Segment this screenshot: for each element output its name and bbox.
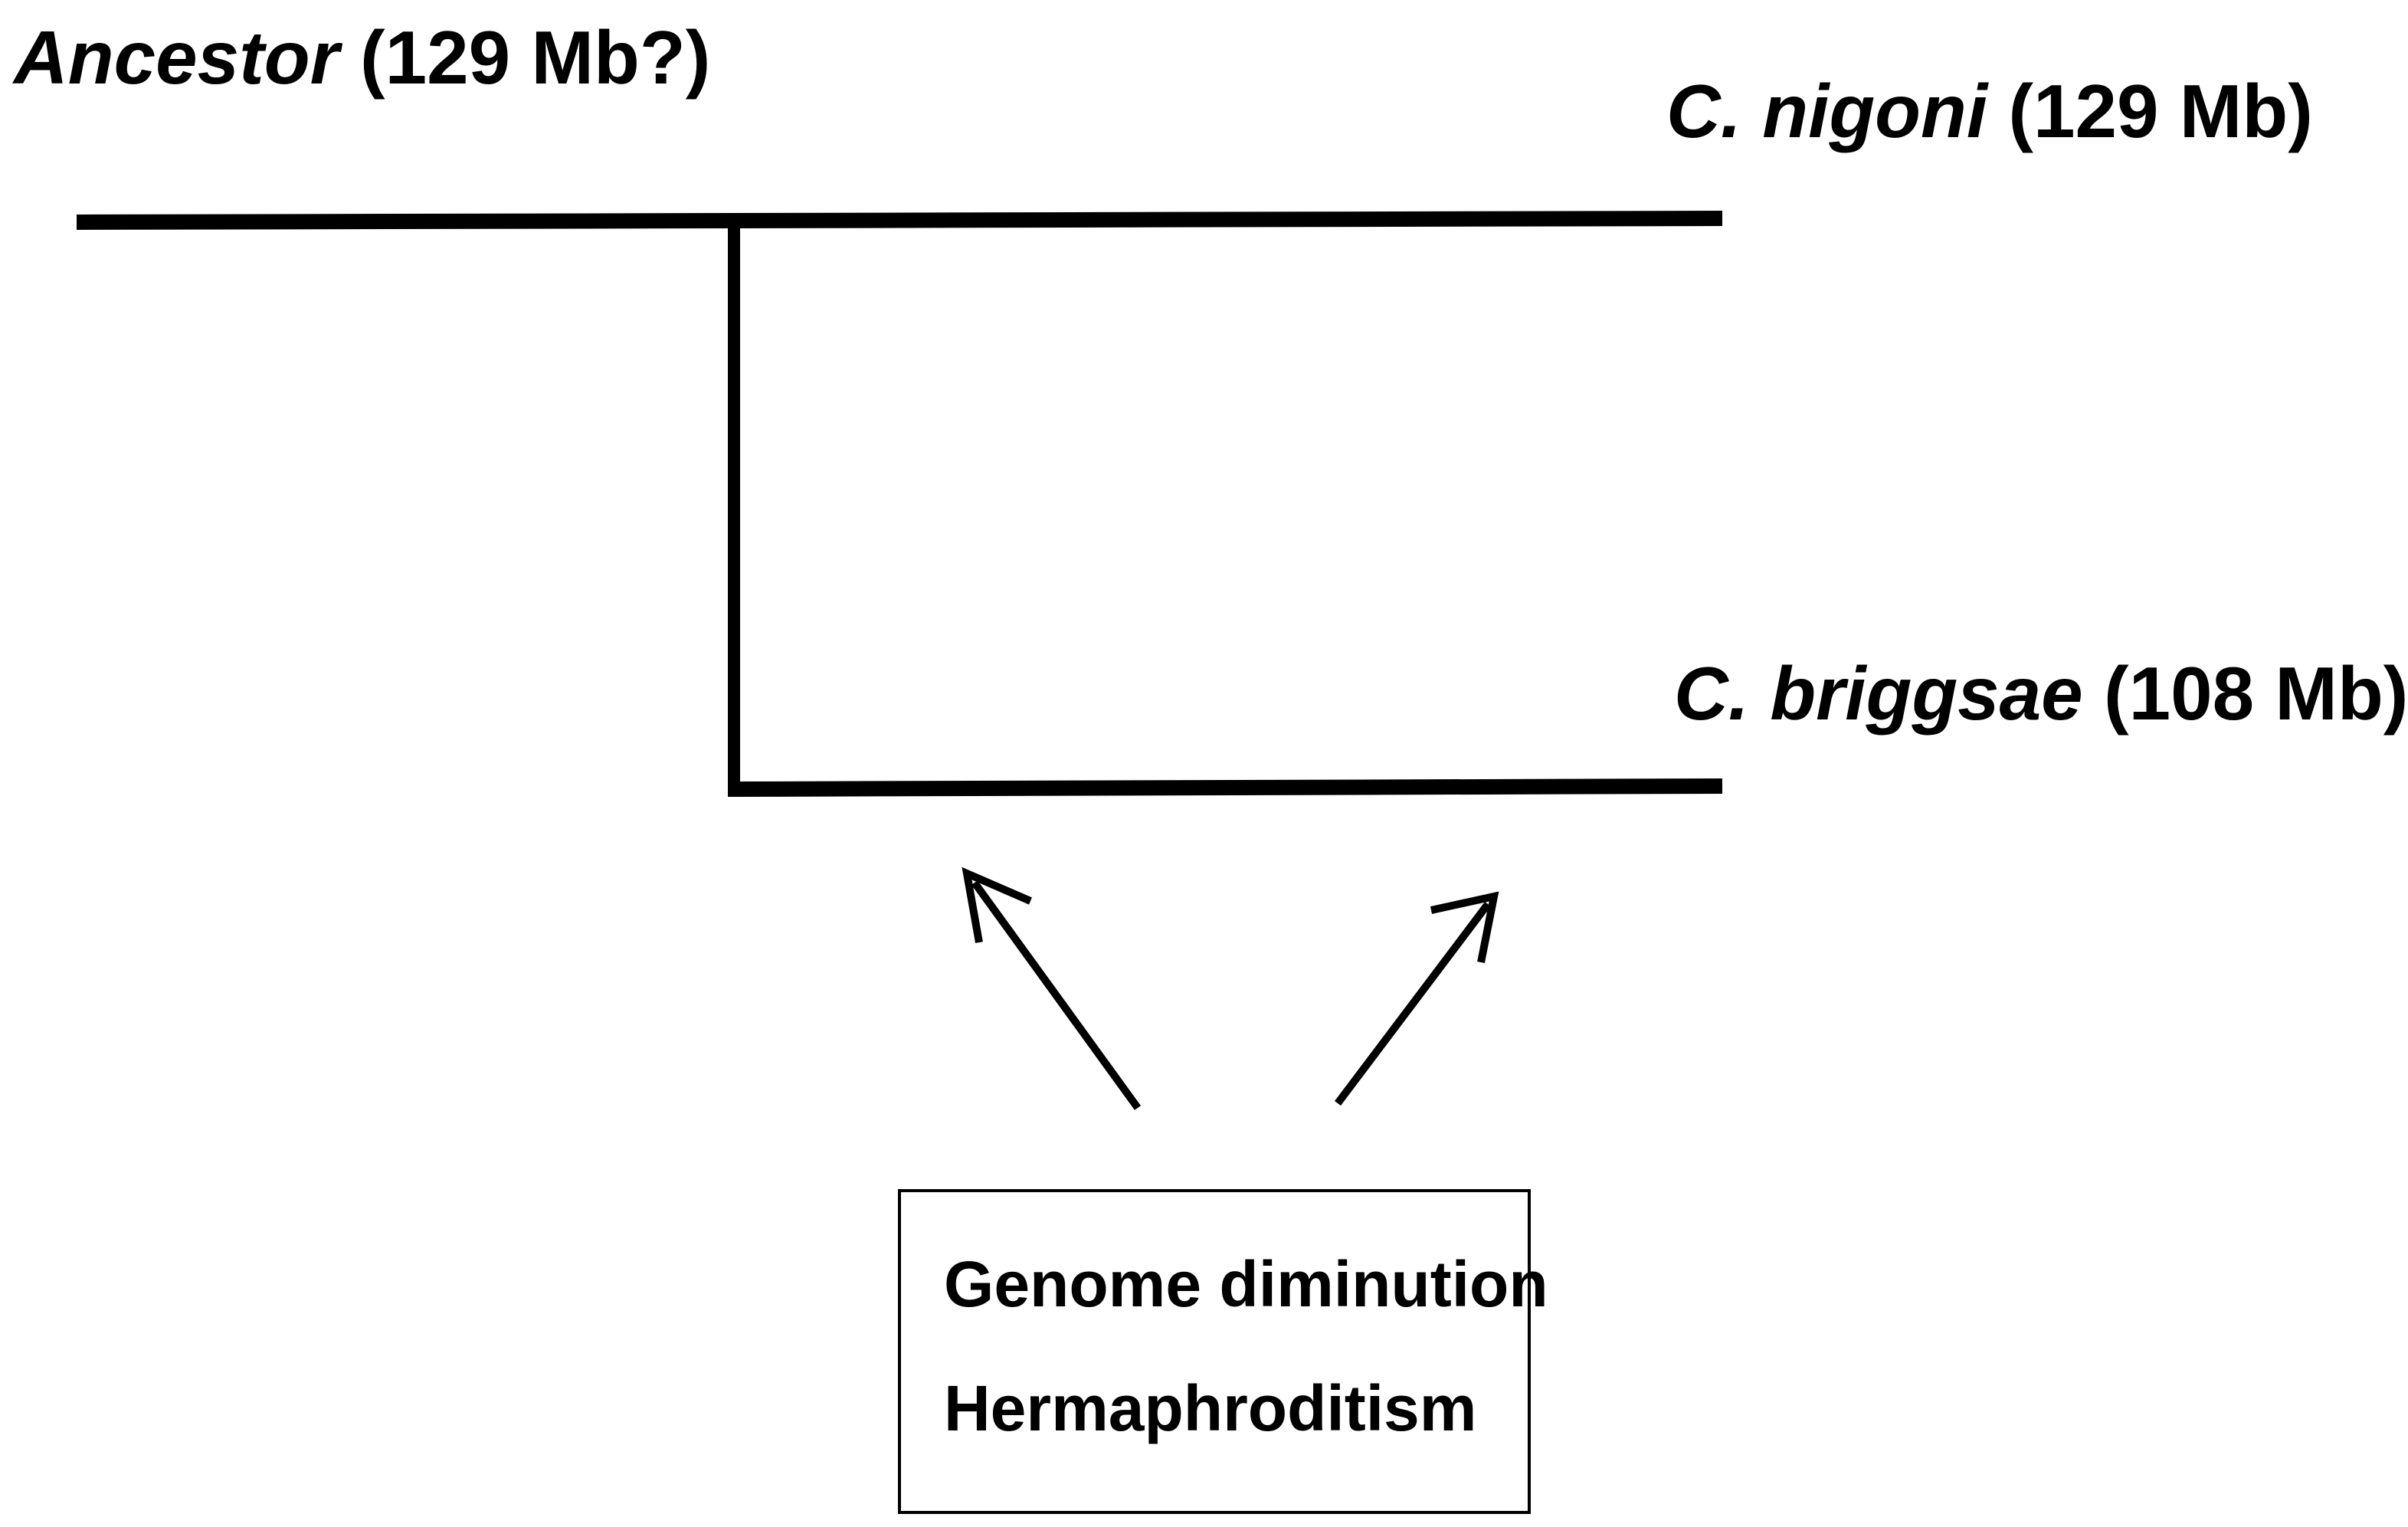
trait-hermaphroditism: Hermaphroditism: [944, 1372, 1477, 1444]
nigoni-name: C. nigoni: [1666, 69, 1988, 153]
traits-box: Genome diminution Hermaphroditism: [898, 1189, 1548, 1514]
ancestor-size: (129 Mb?): [360, 15, 711, 100]
phylogeny-tree: [76, 211, 1723, 1110]
ancestor-name: Ancestor: [14, 15, 339, 100]
nigoni-size: (129 Mb): [2008, 69, 2313, 153]
ancestor-label: Ancestor (129 Mb?): [14, 20, 710, 95]
briggsae-name: C. briggsae: [1674, 651, 2083, 736]
nigoni-label: C. nigoni (129 Mb): [1666, 74, 2313, 149]
left-arrow-icon: [962, 867, 1142, 1110]
briggsae-size: (108 Mb): [2103, 651, 2408, 736]
briggsae-label: C. briggsae (108 Mb): [1674, 656, 2408, 731]
briggsae-branch: [733, 778, 1723, 797]
ancestor-nigoni-branch: [76, 211, 1723, 230]
trait-genome-diminution: Genome diminution: [944, 1248, 1548, 1320]
right-arrow-icon: [1335, 891, 1499, 1106]
